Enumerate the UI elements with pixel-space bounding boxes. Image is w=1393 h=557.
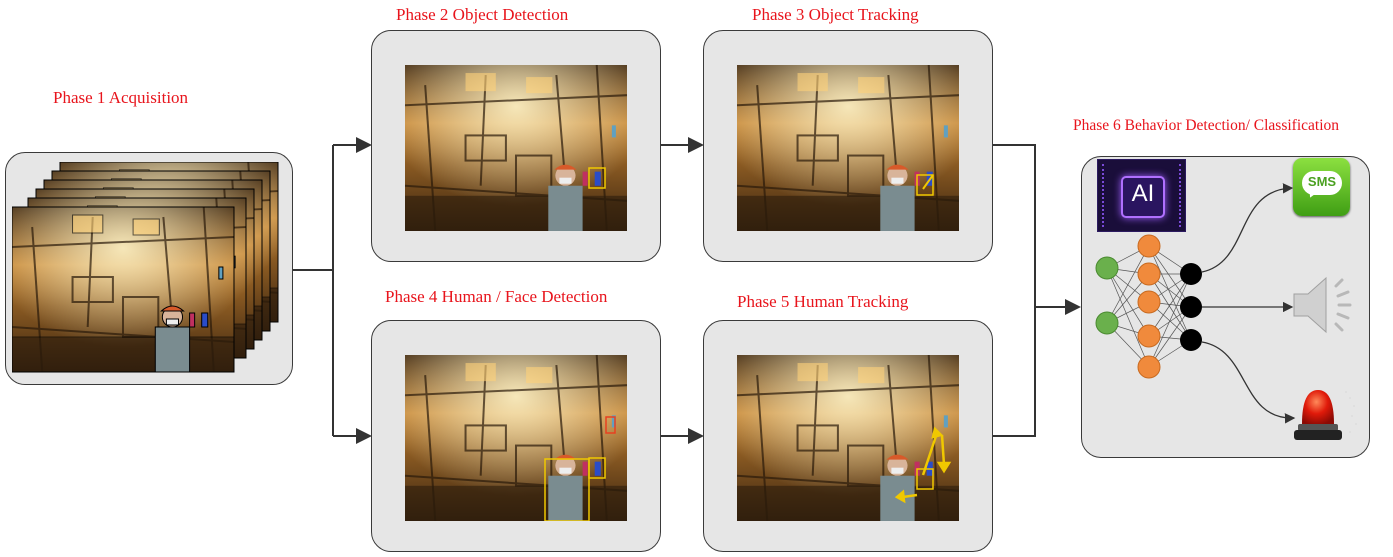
human-tracking-frame	[737, 355, 959, 521]
speaker-icon	[1293, 276, 1352, 334]
motion-arrow	[922, 174, 934, 190]
phase-2-label: Phase 2 Object Detection	[396, 5, 569, 24]
object-bbox	[588, 167, 606, 189]
object-detection-frame	[405, 65, 627, 231]
human-bbox	[544, 458, 590, 521]
ai-chip-label: AI	[1131, 180, 1155, 207]
tracked-object-bbox	[916, 174, 934, 196]
phase-4-panel	[371, 320, 661, 552]
siren-icon	[1294, 390, 1357, 440]
phase-1-label: Phase 1 Acquisition	[53, 88, 189, 107]
sms-icon-label: SMS	[1307, 174, 1337, 189]
phase-5-label: Phase 5 Human Tracking	[737, 292, 909, 311]
face-bbox	[588, 457, 606, 479]
face-detection-frame	[405, 355, 627, 521]
phase-3-label: Phase 3 Object Tracking	[752, 5, 919, 24]
frame-stack	[12, 162, 279, 373]
phase-6-label: Phase 6 Behavior Detection/ Classificati…	[1073, 117, 1340, 134]
phase-4-label: Phase 4 Human / Face Detection	[385, 287, 608, 306]
sms-icon: SMS	[1293, 158, 1350, 216]
phase-3-panel	[703, 30, 993, 262]
output-nodes	[1180, 263, 1202, 351]
phase-5-panel	[703, 320, 993, 552]
tracking-arrows	[894, 426, 952, 504]
phase-1-panel	[5, 152, 293, 385]
input-nodes	[1095, 256, 1119, 335]
phase-2-panel	[371, 30, 661, 262]
person-bbox	[605, 416, 616, 434]
object-tracking-frame	[737, 65, 959, 231]
ai-chip-icon: AI	[1097, 159, 1186, 232]
hidden-nodes	[1137, 234, 1161, 379]
